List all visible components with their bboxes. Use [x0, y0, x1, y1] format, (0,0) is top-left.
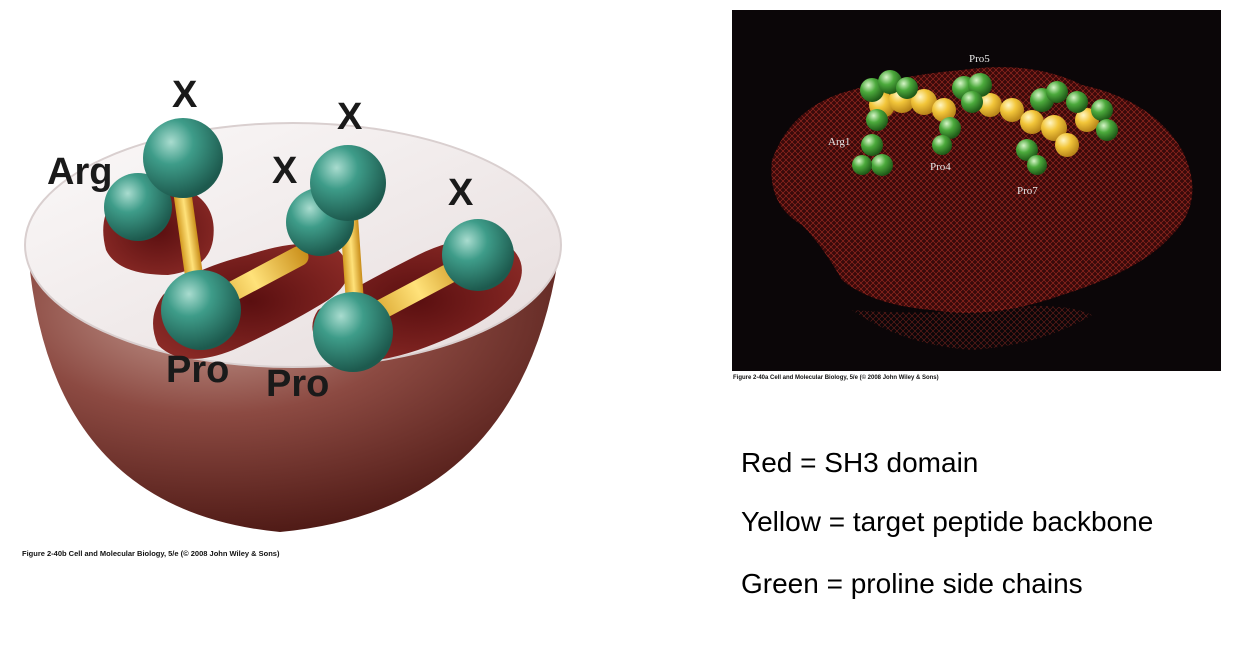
- left-figure-caption: Figure 2-40b Cell and Molecular Biology,…: [22, 549, 280, 558]
- sh3-molecular-model: Arg1 Pro4 Pro5 Pro7: [732, 10, 1221, 371]
- sphere-x-top: [143, 118, 223, 198]
- legend-red: Red = SH3 domain: [741, 447, 979, 478]
- label-x-right: X: [448, 172, 474, 214]
- label-arg: Arg: [47, 151, 113, 193]
- label-pro-2: Pro: [266, 363, 330, 405]
- label-x-upper-right: X: [337, 96, 363, 138]
- label-pro4: Pro4: [930, 161, 951, 173]
- label-arg1: Arg1: [828, 136, 851, 148]
- legend-yellow: Yellow = target peptide backbone: [741, 506, 1154, 537]
- proline-spheres: [852, 70, 1118, 176]
- sphere-arg: [104, 173, 172, 241]
- sphere-x-upper-right: [310, 145, 386, 221]
- sh3-bowl-illustration: [24, 118, 562, 532]
- sphere-pro-1: [161, 270, 241, 350]
- sphere-x-right: [442, 219, 514, 291]
- sphere-pro-2: [313, 292, 393, 372]
- sh3-schematic-diagram: Arg X X X X Pro Pro: [18, 70, 578, 540]
- label-x-top: X: [172, 74, 198, 116]
- residue-spheres: [104, 118, 514, 372]
- label-x-mid: X: [272, 150, 298, 192]
- right-figure-caption: Figure 2-40a Cell and Molecular Biology,…: [733, 375, 939, 381]
- label-pro-1: Pro: [166, 349, 230, 391]
- molecular-surface-render: [732, 10, 1221, 371]
- label-pro7: Pro7: [1017, 185, 1038, 197]
- legend-green: Green = proline side chains: [741, 568, 1083, 599]
- label-pro5: Pro5: [969, 53, 990, 65]
